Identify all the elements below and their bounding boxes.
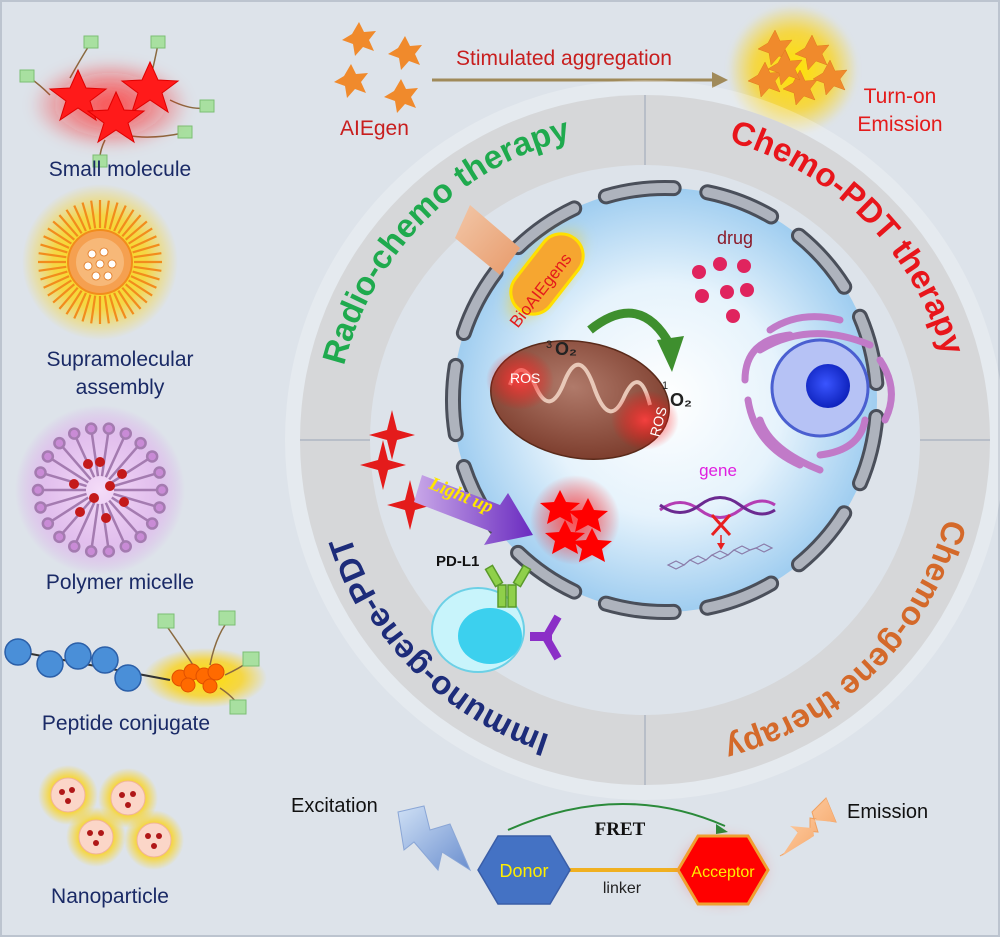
stimulated-aggregation-arrow	[432, 72, 728, 88]
o2-singlet-label: O₂	[670, 390, 692, 410]
aiegen-stars	[334, 22, 422, 113]
peptide-conjugate-label: Peptide conjugate	[41, 712, 211, 735]
polymer-micelle-icon	[15, 405, 185, 575]
aiegen-label: AIEgen	[340, 117, 409, 140]
glowing-red-cluster	[530, 475, 620, 565]
excitation-bolt	[397, 805, 472, 872]
bioaiegens-capsule	[498, 222, 592, 328]
immune-cell	[431, 564, 562, 673]
supramolecular-label-line2: assembly	[75, 376, 165, 399]
mitochondrion	[486, 340, 679, 460]
turn-on-label-line1: Turn-on	[863, 85, 937, 108]
excitation-label: Excitation	[291, 795, 378, 817]
peptide-conjugate-icon	[4, 610, 267, 715]
small-molecule-icon	[19, 35, 215, 168]
nanoparticle-label: Nanoparticle	[51, 885, 169, 908]
o2-singlet-superscript: 1	[662, 380, 668, 392]
supramolecular-assembly-icon	[22, 184, 178, 340]
red-sparkles	[360, 410, 433, 530]
linker-label: linker	[603, 880, 642, 897]
supramolecular-label-line1: Supramolecular	[46, 348, 194, 371]
radiation-beam	[455, 205, 520, 275]
nucleus	[770, 338, 870, 438]
turn-on-emission-cluster	[728, 5, 858, 135]
oxygen-conversion-arrow	[587, 308, 684, 372]
o2-triplet-label: O₂	[555, 339, 577, 359]
donor-hexagon	[477, 835, 571, 905]
drug-label: drug	[717, 228, 753, 248]
donor-label: Donor	[499, 861, 548, 881]
stimulated-aggregation-label: Stimulated aggregation	[456, 47, 672, 70]
ros-label-2: ROS	[647, 405, 670, 438]
cell-membrane	[445, 180, 885, 620]
fret-label: FRET	[595, 819, 646, 840]
drug-dots	[692, 257, 754, 323]
turn-on-label-line2: Emission	[857, 113, 943, 136]
ros-label-1: ROS	[510, 370, 540, 386]
small-molecule-label: Small molecule	[48, 158, 192, 181]
light-up-arrow	[414, 475, 533, 545]
acceptor-hexagon	[675, 832, 771, 908]
nanoparticle-icon	[38, 765, 184, 870]
gene-label: gene	[699, 461, 737, 480]
fret-arrow	[507, 803, 728, 834]
endoplasmic-reticulum	[741, 313, 895, 474]
emission-bolt	[779, 797, 837, 857]
pd-l1-label: PD-L1	[436, 553, 479, 570]
emission-label: Emission	[847, 801, 929, 823]
acceptor-label: Acceptor	[691, 864, 755, 881]
polymer-micelle-label: Polymer micelle	[45, 571, 195, 594]
gene-dna	[659, 496, 776, 570]
o2-triplet-superscript: 3	[546, 339, 552, 351]
